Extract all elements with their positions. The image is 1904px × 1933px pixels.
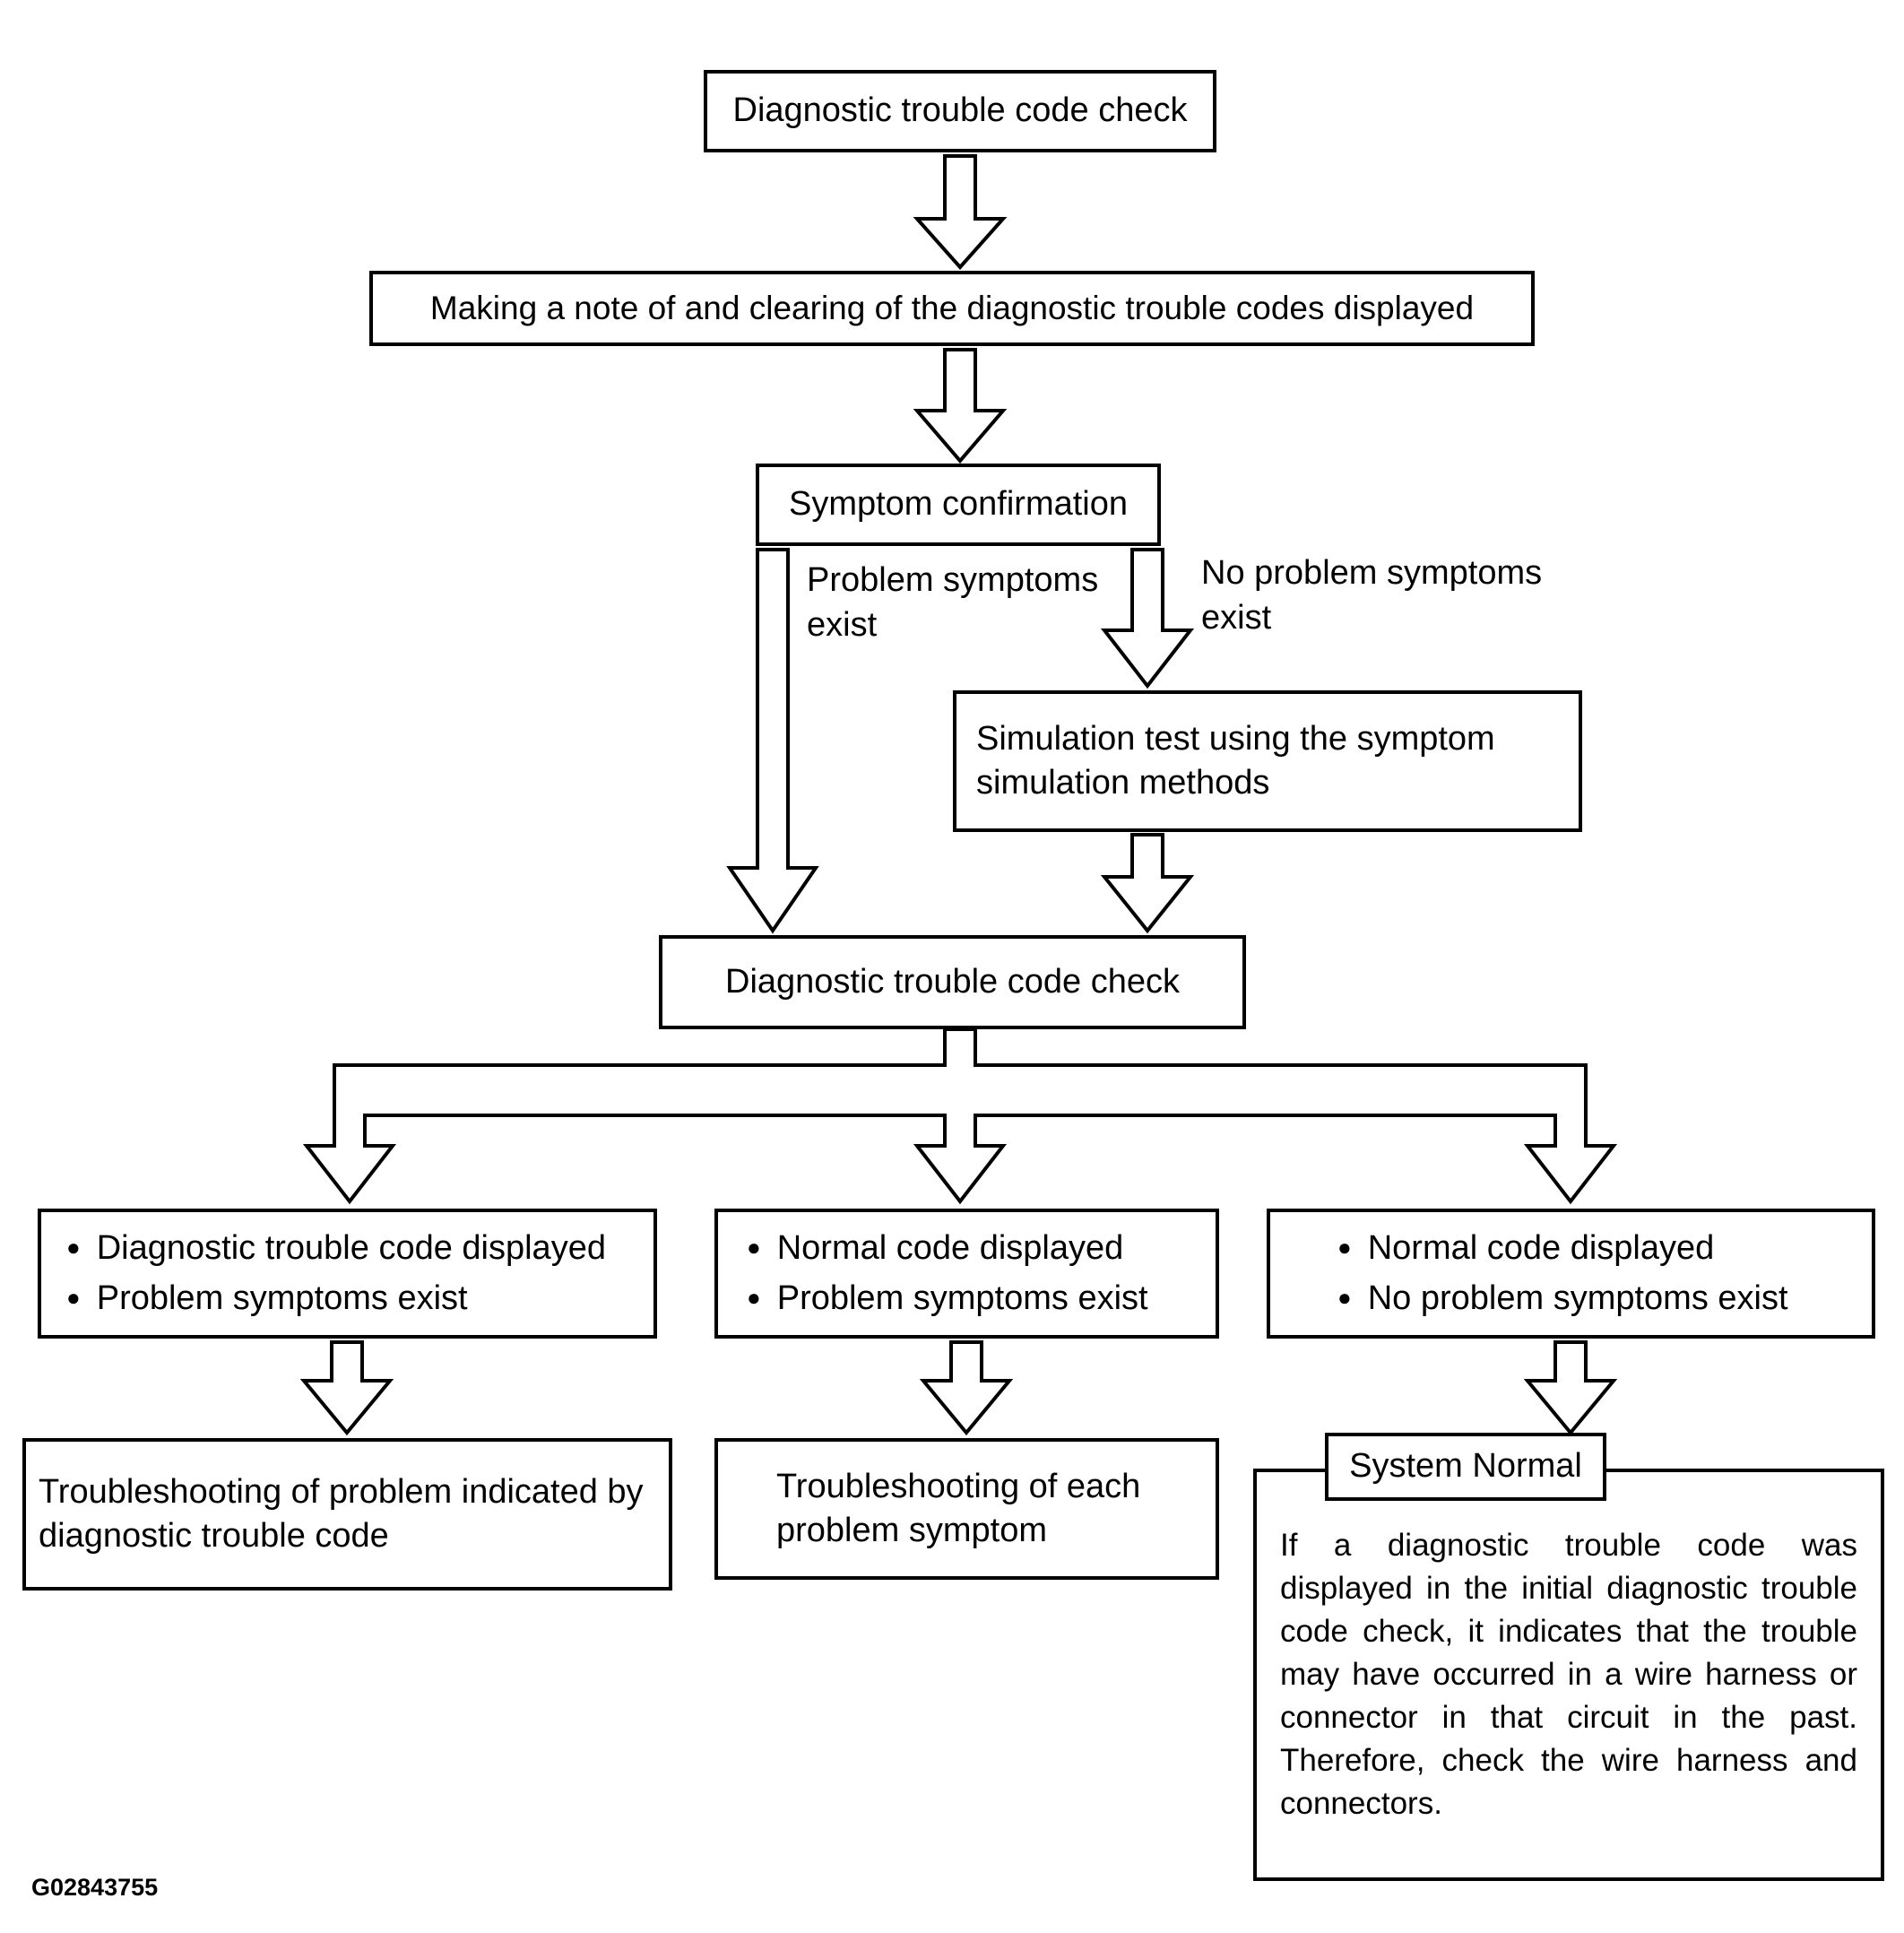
outcome-middle-text-2: Problem symptoms exist	[776, 1279, 1148, 1317]
outcome-middle-text-1: Normal code displayed	[776, 1229, 1124, 1268]
label-no-problem-symptoms-exist: No problem symptoms exist	[1201, 554, 1543, 637]
system-normal-note-text: If a diagnostic trouble code was display…	[1280, 1528, 1857, 1821]
bullet-icon: ●	[1337, 1234, 1352, 1261]
three-way-split-connector	[302, 1027, 1618, 1205]
bullet-icon: ●	[747, 1234, 761, 1261]
outcome-right-line-2: ● No problem symptoms exist	[1337, 1274, 1788, 1323]
box-dtc-check-1: Diagnostic trouble code check	[704, 70, 1216, 152]
label-problem-symptoms-exist: Problem symptoms exist	[807, 561, 1099, 645]
bullet-icon: ●	[1337, 1283, 1352, 1311]
right-branch-arrow	[1100, 548, 1195, 689]
outcome-right-text-1: Normal code displayed	[1367, 1229, 1715, 1268]
box-outcome-left: ● Diagnostic trouble code displayed ● Pr…	[38, 1209, 657, 1339]
outcome-left-line-1: ● Diagnostic trouble code displayed	[66, 1224, 606, 1273]
left-outcome-arrow	[299, 1340, 394, 1436]
bullet-icon: ●	[66, 1234, 81, 1261]
outcome-right-text-2: No problem symptoms exist	[1367, 1279, 1788, 1317]
box-outcome-right: ● Normal code displayed ● No problem sym…	[1267, 1209, 1875, 1339]
box-dtc-check-2-label: Diagnostic trouble code check	[725, 962, 1180, 1001]
box-dtc-check-1-label: Diagnostic trouble code check	[732, 91, 1188, 130]
down-arrow-1	[913, 154, 1008, 271]
box-symptom-confirmation: Symptom confirmation	[756, 464, 1161, 546]
bullet-icon: ●	[747, 1283, 761, 1311]
box-note-clear: Making a note of and clearing of the dia…	[369, 271, 1535, 346]
box-troubleshoot-symptom-label: Troubleshooting of each problem symptom	[776, 1467, 1141, 1549]
box-symptom-confirmation-label: Symptom confirmation	[788, 485, 1128, 524]
box-note-clear-label: Making a note of and clearing of the dia…	[429, 289, 1475, 326]
outcome-middle-line-1: ● Normal code displayed	[747, 1224, 1123, 1273]
box-troubleshoot-symptom: Troubleshooting of each problem symptom	[714, 1438, 1219, 1580]
box-simulation-test-label: Simulation test using the symptom simula…	[976, 719, 1495, 802]
box-system-normal-note	[1253, 1469, 1884, 1881]
box-dtc-check-2: Diagnostic trouble code check	[659, 935, 1246, 1029]
outcome-middle-line-2: ● Problem symptoms exist	[747, 1274, 1148, 1323]
outcome-left-text-1: Diagnostic trouble code displayed	[96, 1229, 606, 1268]
simulation-down-arrow	[1100, 833, 1195, 934]
figure-code: G02843755	[31, 1874, 159, 1901]
box-outcome-middle: ● Normal code displayed ● Problem sympto…	[714, 1209, 1219, 1339]
down-arrow-2	[913, 348, 1008, 464]
box-simulation-test: Simulation test using the symptom simula…	[953, 690, 1582, 832]
bullet-icon: ●	[66, 1283, 81, 1311]
box-troubleshoot-dtc-label: Troubleshooting of problem indicated by …	[39, 1472, 644, 1555]
box-troubleshoot-dtc: Troubleshooting of problem indicated by …	[22, 1438, 672, 1591]
outcome-left-text-2: Problem symptoms exist	[96, 1279, 468, 1317]
outcome-right-line-1: ● Normal code displayed	[1337, 1224, 1714, 1273]
outcome-left-line-2: ● Problem symptoms exist	[66, 1274, 468, 1323]
middle-outcome-arrow	[919, 1340, 1014, 1436]
long-left-branch-arrow	[726, 548, 819, 934]
box-system-normal: System Normal	[1325, 1433, 1606, 1501]
right-outcome-arrow	[1523, 1340, 1618, 1436]
box-system-normal-label: System Normal	[1349, 1447, 1582, 1486]
